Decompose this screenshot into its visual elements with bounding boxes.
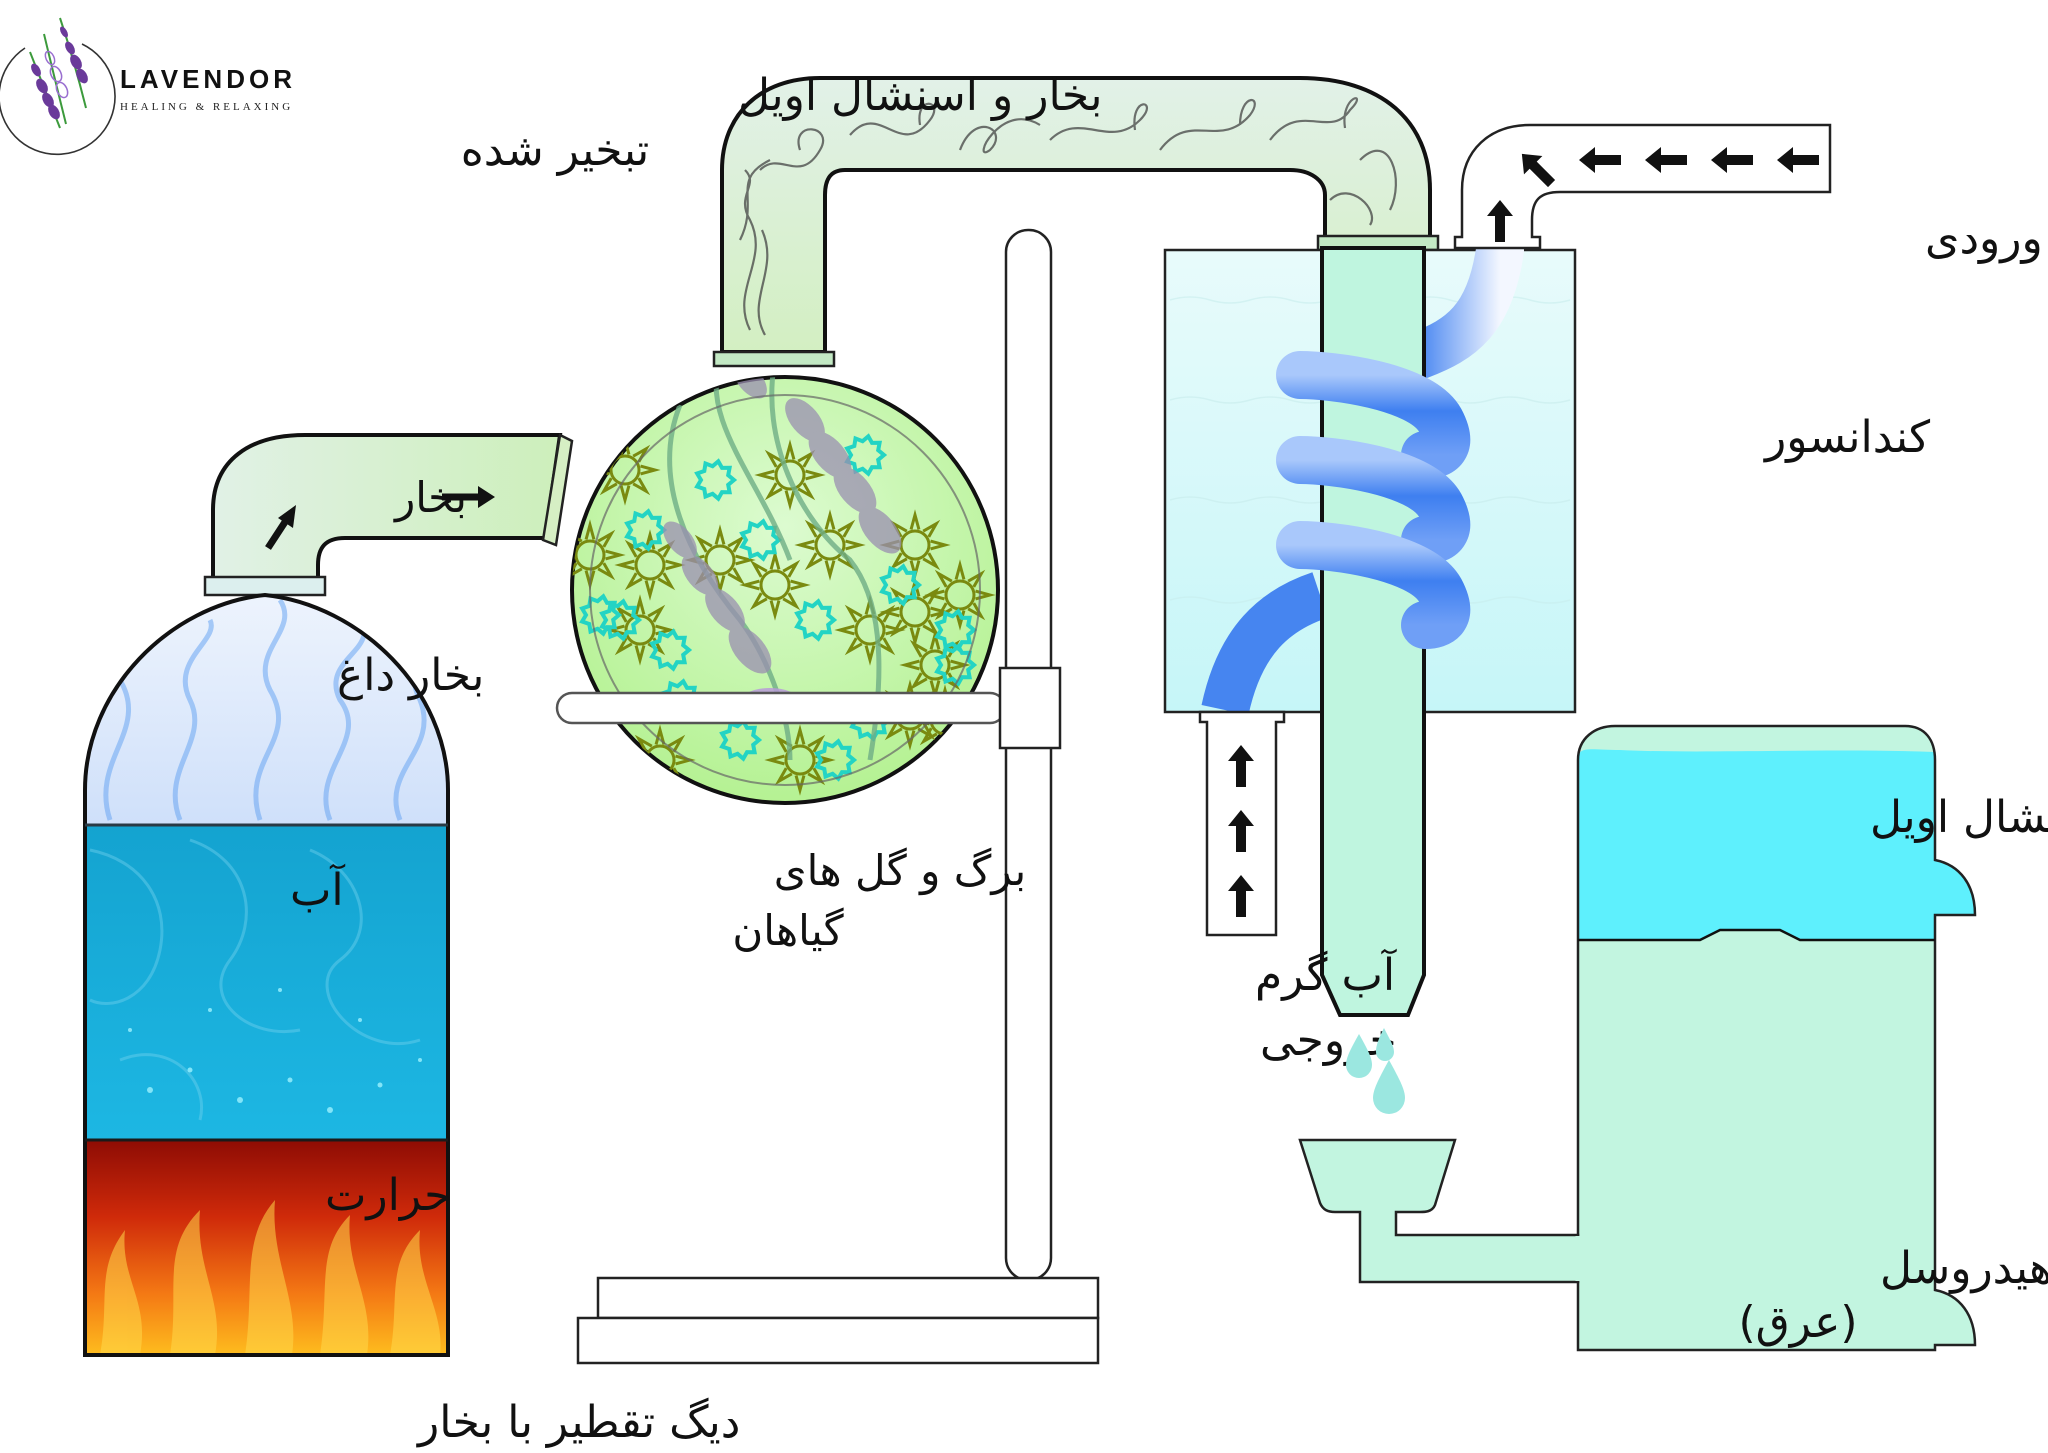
arrow-down-icon bbox=[1487, 200, 1513, 242]
stand-clamp bbox=[998, 666, 1062, 750]
hot-water-outlet-pipe bbox=[1198, 710, 1286, 937]
flower-icon bbox=[934, 608, 978, 652]
logo-title: LAVENDOR bbox=[120, 64, 296, 94]
condenser-coil bbox=[1276, 351, 1471, 649]
label-water: آب bbox=[290, 863, 345, 916]
label-vaporized-oil-line2: تبخیر شده bbox=[461, 125, 649, 176]
vapor-swirls bbox=[739, 97, 1397, 336]
stand-base-top bbox=[596, 1276, 1100, 1320]
flower-icon bbox=[574, 539, 606, 571]
droplets-icon bbox=[1346, 1028, 1405, 1114]
label-essential-oil: اسنشال اویل bbox=[1870, 792, 2048, 843]
boiler-neck-collar bbox=[203, 575, 327, 597]
arrow-down-icon bbox=[1228, 745, 1254, 787]
label-hot-water-out-line2: خروجی bbox=[1260, 1015, 1397, 1066]
flower-icon bbox=[854, 614, 886, 646]
label-vaporized-oil-line1: بخار و اسنشال اویل bbox=[738, 70, 1103, 121]
collection-funnel bbox=[1298, 1138, 1580, 1284]
label-hot-steam: بخار داغ bbox=[337, 650, 484, 701]
label-cold-water-in: آب سرد ورودی bbox=[1925, 211, 2048, 264]
arrow-down-left-icon bbox=[1521, 153, 1556, 188]
flower-icon bbox=[814, 529, 846, 561]
flower-icon bbox=[844, 433, 888, 477]
clamp-bar bbox=[555, 691, 1007, 725]
label-hot-water-out-line1: آب گرم bbox=[1255, 948, 1397, 1001]
arrow-left-icon bbox=[1777, 147, 1819, 173]
lab-stand bbox=[576, 228, 1100, 1365]
label-heat: حرارت bbox=[325, 1170, 451, 1221]
flower-icon bbox=[784, 744, 816, 776]
lavender-sprig-icon bbox=[0, 17, 116, 156]
outlet-flow-arrows bbox=[1228, 745, 1254, 917]
arrow-right-icon bbox=[442, 486, 495, 508]
label-steam: بخار bbox=[393, 473, 467, 522]
label-hydrosol: هیدروسل bbox=[1880, 1243, 2048, 1294]
separator-vessel: اسنشال اویل هیدروسل (عرق) bbox=[1298, 724, 2048, 1352]
boiler: بخار داغ آب حرارت bbox=[83, 592, 484, 1357]
flower-icon bbox=[814, 738, 858, 782]
plant-flask bbox=[555, 375, 1062, 805]
inlet-flow-arrows bbox=[1487, 147, 1819, 242]
flower-icon bbox=[879, 563, 923, 607]
label-condenser: کندانسور bbox=[1763, 412, 1930, 463]
flower-icon bbox=[649, 628, 693, 672]
arrow-left-icon bbox=[1711, 147, 1753, 173]
flower-icon bbox=[739, 518, 783, 562]
flower-icon bbox=[579, 593, 623, 637]
arrow-left-icon bbox=[1645, 147, 1687, 173]
water-zone bbox=[85, 825, 448, 1140]
logo-subtitle: HEALING & RELAXING bbox=[120, 101, 293, 113]
flower-icon bbox=[624, 508, 668, 552]
arrow-up-right-icon bbox=[265, 505, 296, 550]
flower-icon bbox=[704, 544, 736, 576]
steam-pipe-left: بخار bbox=[203, 433, 574, 597]
flower-icon bbox=[719, 718, 763, 762]
steam-flow-arrows bbox=[265, 486, 495, 550]
label-plant-material-line2: گیاهان bbox=[732, 906, 843, 955]
flower-icon bbox=[609, 454, 641, 486]
flower-icon bbox=[624, 614, 656, 646]
label-hydrosol-alt: (عرق) bbox=[1738, 1297, 1857, 1348]
arrow-down-icon bbox=[1228, 810, 1254, 852]
flower-icon bbox=[944, 579, 976, 611]
flower-icon bbox=[634, 549, 666, 581]
vapor-pipe-top bbox=[712, 76, 1440, 368]
flower-icon bbox=[694, 458, 738, 502]
flower-icon bbox=[919, 649, 951, 681]
flower-icon bbox=[599, 598, 643, 642]
condenser bbox=[1163, 123, 1832, 1017]
label-boiler: دیگ تقطیر با بخار bbox=[416, 1397, 740, 1448]
stand-rod bbox=[1004, 228, 1053, 1282]
flower-icon bbox=[774, 459, 806, 491]
flower-icon bbox=[759, 569, 791, 601]
flower-icon bbox=[934, 643, 978, 687]
flower-icon bbox=[794, 598, 838, 642]
arrow-down-icon bbox=[1228, 875, 1254, 917]
flask-side-collar bbox=[541, 433, 574, 547]
logo: LAVENDOR HEALING & RELAXING bbox=[0, 17, 296, 156]
essential-oil-layer bbox=[1578, 749, 1975, 940]
flask-top-collar bbox=[712, 350, 836, 368]
stand-base-bottom bbox=[576, 1316, 1100, 1365]
arrow-left-icon bbox=[1579, 147, 1621, 173]
label-plant-material-line1: برگ و گل های bbox=[774, 846, 1026, 895]
plant-material bbox=[572, 377, 996, 796]
cold-water-inlet-pipe bbox=[1453, 123, 1832, 250]
